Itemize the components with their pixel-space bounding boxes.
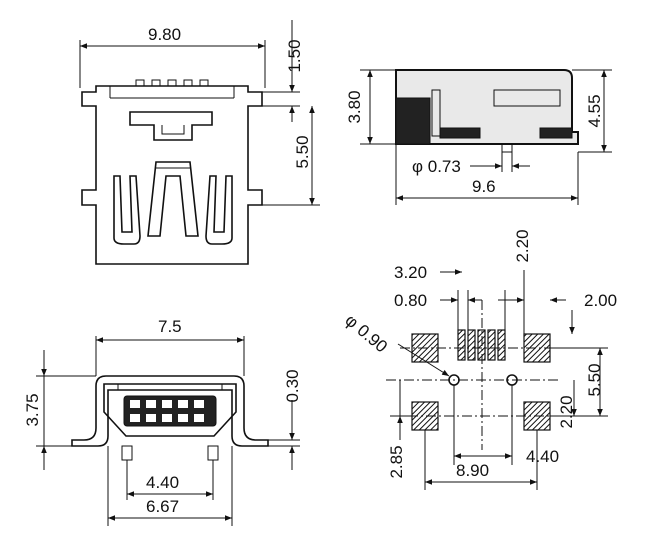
side-window [493, 89, 561, 107]
pin-stub [151, 79, 161, 87]
dim-label-4-40: 4.40 [146, 473, 179, 492]
dim-label-2-00: 2.00 [584, 291, 617, 310]
dim-label-2-85: 2.85 [387, 445, 406, 478]
latch-shape [129, 111, 213, 141]
dim-label-3-20: 3.20 [394, 263, 427, 282]
dim-label-hole-dia: φ 0.90 [341, 311, 391, 357]
center-tongue [147, 161, 199, 237]
side-view: 3.80 4.55 φ 0.73 9.6 [345, 69, 612, 205]
side-view-body [395, 69, 579, 145]
side-pin [501, 143, 513, 153]
pin-stub [167, 79, 177, 87]
side-dark-block [395, 97, 431, 145]
top-view: 9.80 1.50 5.50 [79, 20, 320, 265]
front-view: 7.5 3.75 0.30 4.40 [23, 317, 302, 526]
dim-label-5-50: 5.50 [293, 135, 312, 168]
dim-label-3-80: 3.80 [345, 90, 364, 123]
dim-label-4-55: 4.55 [585, 94, 604, 127]
dim-label-2-20-top: 2.20 [513, 229, 532, 262]
dim-label-4-40-fp: 4.40 [526, 447, 559, 466]
mount-post [207, 445, 219, 461]
dim-label-6-67: 6.67 [146, 497, 179, 516]
dim-label-2-20-right: 2.20 [557, 395, 576, 428]
dim-label-3-75: 3.75 [23, 393, 42, 426]
dim-label-pin-dia: φ 0.73 [412, 157, 461, 176]
mount-post [121, 445, 133, 461]
dim-label-0-80: 0.80 [394, 291, 427, 310]
pin-stub [135, 79, 145, 87]
dim-label-5-50-fp: 5.50 [585, 363, 604, 396]
front-shell-outer [71, 375, 269, 447]
right-spring [205, 175, 233, 245]
front-shell-inner [103, 383, 237, 437]
dim-label-1-50: 1.50 [285, 39, 304, 72]
dim-label-7-5: 7.5 [158, 317, 182, 336]
dim-label-0-30: 0.30 [283, 369, 302, 402]
left-spring [113, 175, 141, 245]
top-view-body [81, 85, 263, 265]
pin-stub [183, 79, 193, 87]
pcb-footprint: 3.20 0.80 2.20 2.00 φ 0.90 5.50 2.20 2.8… [341, 229, 617, 490]
dim-label-9-6: 9.6 [472, 177, 496, 196]
dim-label-8-90: 8.90 [456, 461, 489, 480]
dim-label-9-80: 9.80 [148, 25, 181, 44]
pin-stub [199, 79, 209, 87]
